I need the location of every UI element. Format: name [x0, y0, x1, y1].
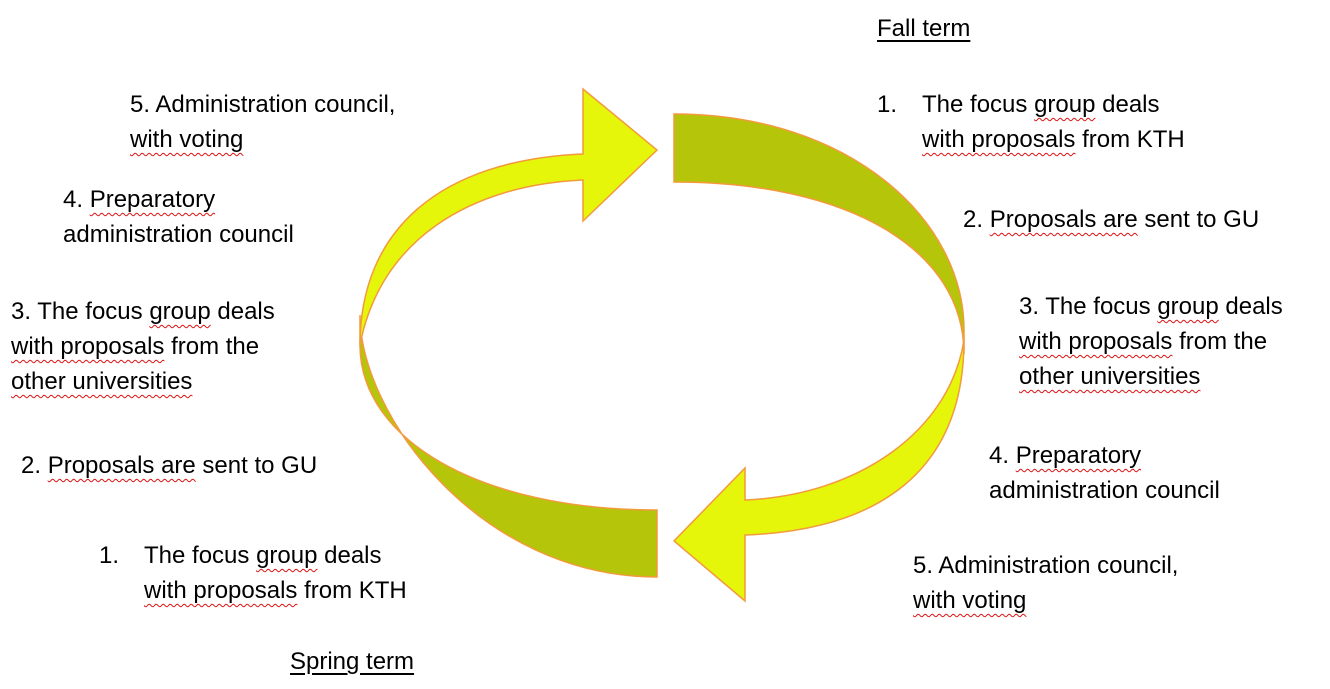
spring-step-4: 4. Preparatory administration council [63, 182, 294, 252]
fall-term-heading: Fall term [877, 15, 971, 42]
fall-step-2-number: 2. [963, 206, 990, 233]
spring-step-4-text-b: administration council [63, 221, 294, 248]
fall-step-4-text-b: administration council [989, 477, 1220, 504]
arrow-to-fall [359, 87, 659, 346]
fall-step-1-number: 1. [877, 91, 898, 118]
spring-step-3-text-b: group [149, 298, 211, 325]
spring-step-1: 1. The focus group deals with proposals f… [99, 538, 407, 608]
fall-step-2-text-b: sent to GU [1137, 206, 1260, 233]
spring-step-1-text-c: deals [317, 542, 382, 569]
fall-step-2-text-a: Proposals are [989, 206, 1138, 233]
spring-step-2-number: 2. [21, 452, 48, 479]
fall-step-4-text-a: Preparatory [1015, 442, 1142, 469]
fall-step-1-text-a: The focus [922, 91, 1035, 118]
spring-step-3-text-d: with proposals [11, 333, 165, 360]
fall-step-5-text-b: with voting [913, 587, 1027, 614]
fall-step-1-text-c: deals [1095, 91, 1160, 118]
spring-step-2: 2. Proposals are sent to GU [21, 448, 317, 483]
spring-step-1-text-e: from KTH [297, 577, 407, 604]
spring-step-1-number: 1. [99, 542, 120, 569]
spring-step-3-text-a: 3. The focus [11, 298, 150, 325]
fall-step-1: 1. The focus group deals with proposals f… [877, 87, 1185, 157]
fall-step-3-text-b: group [1157, 293, 1219, 320]
fall-step-3-text-f: other universities [1019, 363, 1201, 390]
spring-step-3-text-f: other universities [11, 368, 193, 395]
fall-step-5: 5. Administration council, with voting [913, 548, 1178, 618]
fall-step-3-text-d: with proposals [1019, 328, 1173, 355]
fall-step-5-text-a: 5. Administration council, [913, 552, 1179, 579]
fall-step-2: 2. Proposals are sent to GU [963, 202, 1259, 237]
fall-step-4-number: 4. [989, 442, 1016, 469]
spring-step-1-text-b: group [256, 542, 318, 569]
fall-step-3-text-e: from the [1172, 328, 1268, 355]
fall-step-3-text-a: 3. The focus [1019, 293, 1158, 320]
spring-step-2-text-b: sent to GU [195, 452, 318, 479]
spring-step-3: 3. The focus group deals with proposals … [11, 294, 275, 399]
fall-step-4: 4. Preparatory administration council [989, 438, 1220, 508]
spring-step-4-text-a: Preparatory [89, 186, 216, 213]
spring-band-side [359, 314, 658, 578]
spring-term-heading: Spring term [290, 648, 415, 675]
arrow-to-spring [672, 339, 965, 603]
spring-step-5: 5. Administration council, with voting [130, 87, 395, 157]
spring-step-5-text-b: with voting [130, 126, 244, 153]
fall-step-1-text-b: group [1034, 91, 1096, 118]
spring-step-3-text-e: from the [164, 333, 260, 360]
fall-step-1-text-d: with proposals [922, 126, 1076, 153]
spring-step-1-text-d: with proposals [144, 577, 298, 604]
spring-step-4-number: 4. [63, 186, 90, 213]
fall-step-1-text-e: from KTH [1075, 126, 1185, 153]
spring-step-3-text-c: deals [210, 298, 275, 325]
spring-step-1-text-a: The focus [144, 542, 257, 569]
spring-step-5-text-a: 5. Administration council, [130, 91, 396, 118]
spring-step-2-text-a: Proposals are [47, 452, 196, 479]
fall-step-3: 3. The focus group deals with proposals … [1019, 289, 1283, 394]
fall-step-3-text-c: deals [1218, 293, 1283, 320]
